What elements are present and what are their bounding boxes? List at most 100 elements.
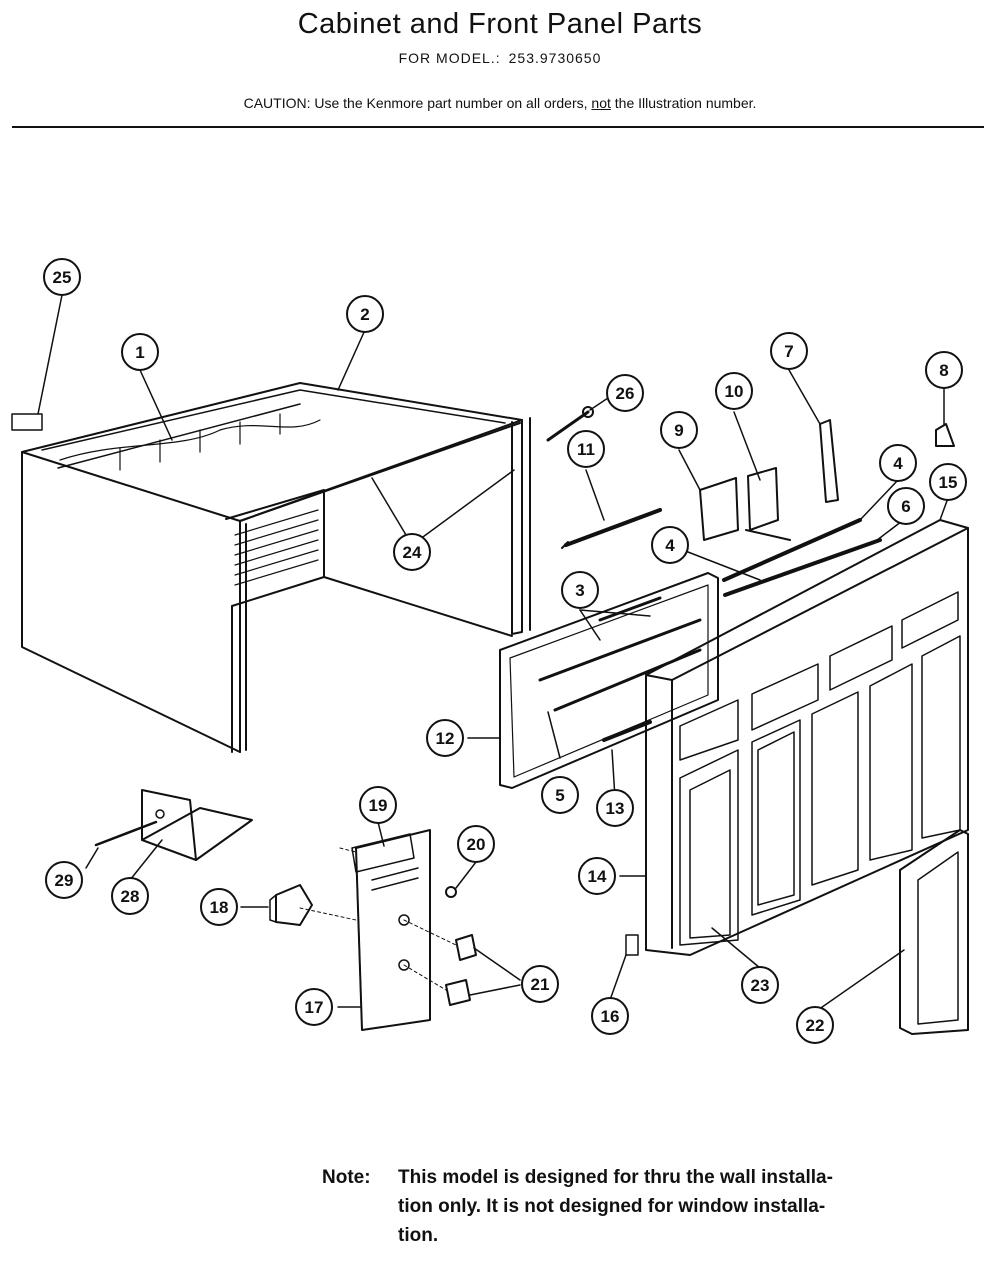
note-line-3: tion. (398, 1225, 439, 1246)
callout-group: 1234456789101112131415161718192021222324… (43, 258, 967, 1044)
callout-number: 4 (893, 454, 903, 473)
model-label: FOR MODEL.: (398, 50, 501, 66)
callout-number: 23 (751, 976, 770, 995)
callout-circle (741, 966, 779, 1004)
callout-1: 1 (121, 333, 159, 371)
callout-number: 15 (939, 473, 958, 492)
callout-circle (606, 374, 644, 412)
note-body: This model is designed for thru the wall… (398, 1163, 998, 1250)
callout-22: 22 (796, 1006, 834, 1044)
callout-4: 4 (651, 526, 689, 564)
callout-number: 13 (606, 799, 625, 818)
callout-circle (561, 571, 599, 609)
callout-29: 29 (45, 861, 83, 899)
callout-number: 17 (305, 998, 324, 1017)
callout-circle (111, 877, 149, 915)
callout-number: 4 (665, 536, 675, 555)
callout-number: 12 (436, 729, 455, 748)
callout-number: 24 (403, 543, 422, 562)
callout-number: 25 (53, 268, 72, 287)
callout-circle (541, 776, 579, 814)
callout-19: 19 (359, 786, 397, 824)
note-label: Note: (322, 1167, 371, 1188)
callout-circle (43, 258, 81, 296)
callout-circle (359, 786, 397, 824)
model-number: 253.9730650 (508, 50, 602, 66)
callout-13: 13 (596, 789, 634, 827)
callout-circle (651, 526, 689, 564)
side-panel-drawing (899, 829, 969, 1035)
callout-17: 17 (295, 988, 333, 1026)
callout-circle (567, 430, 605, 468)
callout-6: 6 (887, 487, 925, 525)
callout-number: 28 (121, 887, 140, 906)
callout-circle (596, 789, 634, 827)
note-line-2: tion only. It is not designed for window… (398, 1196, 826, 1217)
callout-circle (521, 965, 559, 1003)
callout-21: 21 (521, 965, 559, 1003)
callout-10: 10 (715, 372, 753, 410)
callout-circle (295, 988, 333, 1026)
callout-number: 11 (577, 440, 595, 459)
callout-12: 12 (426, 719, 464, 757)
callout-number: 19 (369, 796, 388, 815)
callout-number: 18 (210, 898, 229, 917)
callout-circle (393, 533, 431, 571)
callout-11: 11 (567, 430, 605, 468)
callout-circle (578, 857, 616, 895)
callout-4: 4 (879, 444, 917, 482)
leader-lines (37, 294, 949, 1013)
caution-text: CAUTION: Use the Kenmore part number on … (0, 95, 1000, 111)
callout-circle (591, 997, 629, 1035)
callout-2: 2 (346, 295, 384, 333)
callout-number: 5 (555, 786, 564, 805)
callout-23: 23 (741, 966, 779, 1004)
callout-circle (770, 332, 808, 370)
callout-number: 22 (806, 1016, 825, 1035)
callout-number: 26 (616, 384, 635, 403)
callout-20: 20 (457, 825, 495, 863)
callout-number: 1 (135, 343, 144, 362)
callout-18: 18 (200, 888, 238, 926)
callout-26: 26 (606, 374, 644, 412)
callout-circle (929, 463, 967, 501)
callout-number: 10 (725, 382, 744, 401)
callout-circle (200, 888, 238, 926)
callout-circle (457, 825, 495, 863)
filter-drawing (499, 572, 719, 789)
caution-prefix: CAUTION: Use the Kenmore part number on … (243, 95, 592, 111)
callout-circle (346, 295, 384, 333)
callout-circle (879, 444, 917, 482)
callout-number: 3 (575, 581, 584, 600)
callout-circle (887, 487, 925, 525)
caution-not: not (591, 95, 611, 111)
callout-9: 9 (660, 411, 698, 449)
callout-circle (121, 333, 159, 371)
callout-24: 24 (393, 533, 431, 571)
callout-number: 16 (601, 1007, 620, 1026)
callout-number: 9 (674, 421, 683, 440)
callout-circle (796, 1006, 834, 1044)
callout-28: 28 (111, 877, 149, 915)
note-line-1: This model is designed for thru the wall… (398, 1167, 833, 1188)
header-divider (12, 126, 984, 128)
model-line: FOR MODEL.: 253.9730650 (0, 50, 1000, 66)
callout-number: 20 (467, 835, 486, 854)
page-title: Cabinet and Front Panel Parts (297, 8, 703, 40)
callout-circle (426, 719, 464, 757)
callout-16: 16 (591, 997, 629, 1035)
callout-circle (45, 861, 83, 899)
callout-number: 6 (901, 497, 910, 516)
caution-suffix: the Illustration number. (610, 95, 757, 111)
hinge-clip (625, 934, 639, 956)
callout-number: 8 (939, 361, 948, 380)
callout-7: 7 (770, 332, 808, 370)
callout-14: 14 (578, 857, 616, 895)
callout-circle (715, 372, 753, 410)
bracket-drawing (94, 789, 253, 861)
cabinet-drawing (11, 382, 531, 753)
callout-number: 14 (588, 867, 607, 886)
callout-8: 8 (925, 351, 963, 389)
callout-circle (925, 351, 963, 389)
